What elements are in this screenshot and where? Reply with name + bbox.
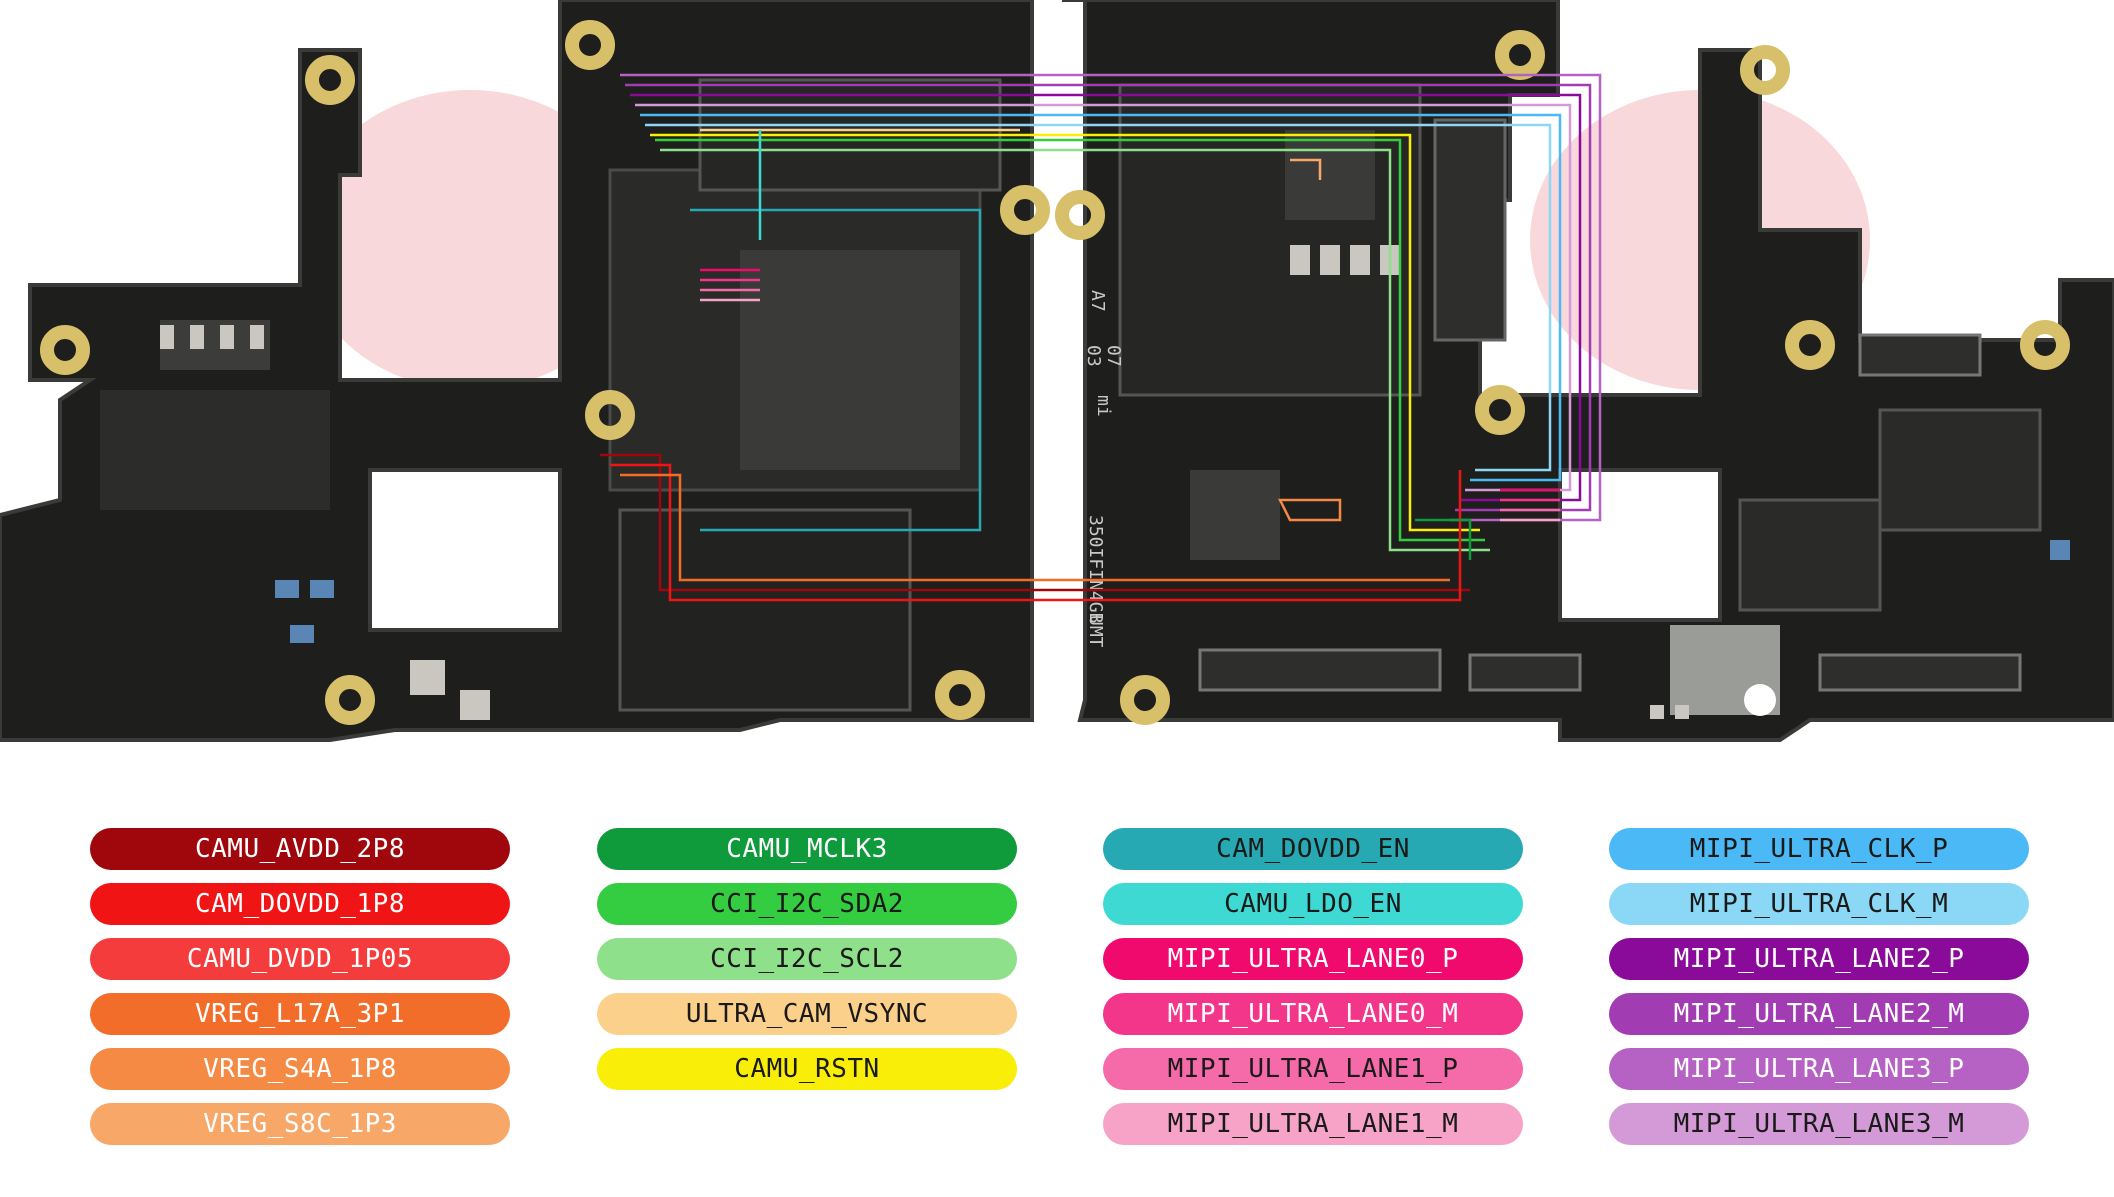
legend-item: CCI_I2C_SDA2: [597, 883, 1017, 925]
legend-item: CAM_DOVDD_1P8: [90, 883, 510, 925]
legend-label: CCI_I2C_SDA2: [710, 889, 904, 919]
legend-label: MIPI_ULTRA_LANE2_M: [1673, 999, 1965, 1029]
legend-label: CAM_DOVDD_1P8: [195, 889, 405, 919]
legend-label: CAMU_RSTN: [734, 1054, 880, 1084]
silk-07: 07: [1103, 345, 1124, 367]
legend-label: MIPI_ULTRA_LANE2_P: [1673, 944, 1965, 974]
legend-label: CAM_DOVDD_EN: [1216, 834, 1410, 864]
legend-column-3: CAM_DOVDD_EN CAMU_LDO_EN MIPI_ULTRA_LANE0_…: [1103, 828, 1523, 1158]
legend-label: MIPI_ULTRA_LANE1_M: [1167, 1109, 1459, 1139]
legend-item: CAMU_AVDD_2P8: [90, 828, 510, 870]
legend-column-4: MIPI_ULTRA_CLK_P MIPI_ULTRA_CLK_M MIPI_ULT…: [1609, 828, 2029, 1158]
legend-label: VREG_S8C_1P3: [203, 1109, 397, 1139]
legend-label: ULTRA_CAM_VSYNC: [685, 999, 929, 1029]
legend-label: VREG_S4A_1P8: [203, 1054, 397, 1084]
legend-label: MIPI_ULTRA_LANE0_P: [1167, 944, 1459, 974]
legend-label: VREG_L17A_3P1: [195, 999, 405, 1029]
legend-item: MIPI_ULTRA_CLK_P: [1609, 828, 2029, 870]
silk-mi: mi: [1093, 395, 1114, 417]
signal-traces: [600, 73, 1602, 602]
legend-item: MIPI_ULTRA_LANE0_M: [1103, 993, 1523, 1035]
legend-label: MIPI_ULTRA_CLK_P: [1689, 834, 1949, 864]
pcb-board-image: A7 07 03 mi 350IFIN4GB UMT: [0, 0, 2114, 742]
legend-item: CAM_DOVDD_EN: [1103, 828, 1523, 870]
legend-item: MIPI_ULTRA_LANE3_M: [1609, 1103, 2029, 1145]
legend-item: MIPI_ULTRA_CLK_M: [1609, 883, 2029, 925]
legend-item: ULTRA_CAM_VSYNC: [597, 993, 1017, 1035]
legend-label: CAMU_LDO_EN: [1224, 889, 1402, 919]
legend-label: MIPI_ULTRA_CLK_M: [1689, 889, 1949, 919]
left-board: [0, 0, 1050, 742]
legend-item: MIPI_ULTRA_LANE1_P: [1103, 1048, 1523, 1090]
legend-item: VREG_L17A_3P1: [90, 993, 510, 1035]
right-board: A7 07 03 mi 350IFIN4GB UMT: [1055, 0, 2114, 742]
legend-item: MIPI_ULTRA_LANE0_P: [1103, 938, 1523, 980]
silk-part-number: 350IFIN4GB: [1085, 515, 1106, 623]
legend-item: VREG_S4A_1P8: [90, 1048, 510, 1090]
legend-label: CAMU_DVDD_1P05: [186, 944, 414, 974]
legend-label: MIPI_ULTRA_LANE3_M: [1673, 1109, 1965, 1139]
legend-item: MIPI_ULTRA_LANE2_P: [1609, 938, 2029, 980]
legend-item: MIPI_ULTRA_LANE1_M: [1103, 1103, 1523, 1145]
legend-item: CAMU_LDO_EN: [1103, 883, 1523, 925]
legend-item: CAMU_RSTN: [597, 1048, 1017, 1090]
legend-item: CAMU_MCLK3: [597, 828, 1017, 870]
silk-a7: A7: [1087, 290, 1108, 312]
legend-item: CAMU_DVDD_1P05: [90, 938, 510, 980]
silk-umt: UMT: [1085, 615, 1106, 648]
legend-item: MIPI_ULTRA_LANE2_M: [1609, 993, 2029, 1035]
legend-label: CAMU_MCLK3: [726, 834, 888, 864]
legend-item: CCI_I2C_SCL2: [597, 938, 1017, 980]
legend-label: CCI_I2C_SCL2: [710, 944, 904, 974]
legend-label: MIPI_ULTRA_LANE3_P: [1673, 1054, 1965, 1084]
silk-03: 03: [1083, 345, 1104, 367]
legend-label: MIPI_ULTRA_LANE1_P: [1167, 1054, 1459, 1084]
legend-item: VREG_S8C_1P3: [90, 1103, 510, 1145]
legend-item: MIPI_ULTRA_LANE3_P: [1609, 1048, 2029, 1090]
legend-label: MIPI_ULTRA_LANE0_M: [1167, 999, 1459, 1029]
legend-label: CAMU_AVDD_2P8: [195, 834, 405, 864]
watermark-left: [300, 90, 640, 390]
